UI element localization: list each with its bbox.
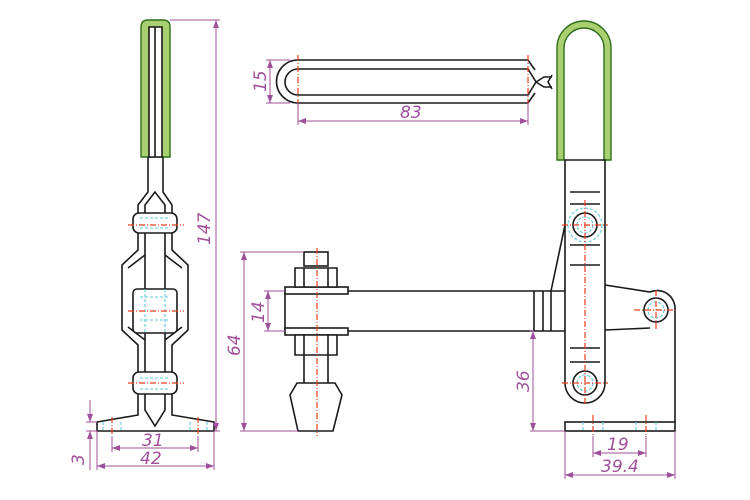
spindle-tip	[289, 382, 343, 432]
dim-3: 3	[69, 454, 89, 465]
dim-36: 36	[514, 370, 534, 392]
dim-64: 64	[225, 334, 245, 356]
side-dimensions: 147 31 42 3	[69, 19, 220, 470]
top-view-arm: 15 83	[251, 55, 553, 125]
dim-15: 15	[251, 70, 271, 92]
dim-42: 42	[140, 449, 162, 469]
front-dimensions: 64 14 36 19 39.4	[225, 251, 676, 479]
front-handle-grip	[556, 20, 612, 161]
side-view	[96, 19, 215, 436]
dim-14: 14	[249, 301, 269, 323]
spindle-top	[303, 251, 329, 267]
dim-19: 19	[607, 435, 629, 455]
dim-39-4: 39.4	[601, 457, 639, 477]
front-base	[564, 421, 676, 432]
dim-147: 147	[195, 212, 215, 245]
dim-83: 83	[400, 103, 422, 123]
side-upper-pivot	[132, 212, 178, 234]
dim-31: 31	[142, 431, 164, 451]
front-view	[284, 20, 678, 436]
